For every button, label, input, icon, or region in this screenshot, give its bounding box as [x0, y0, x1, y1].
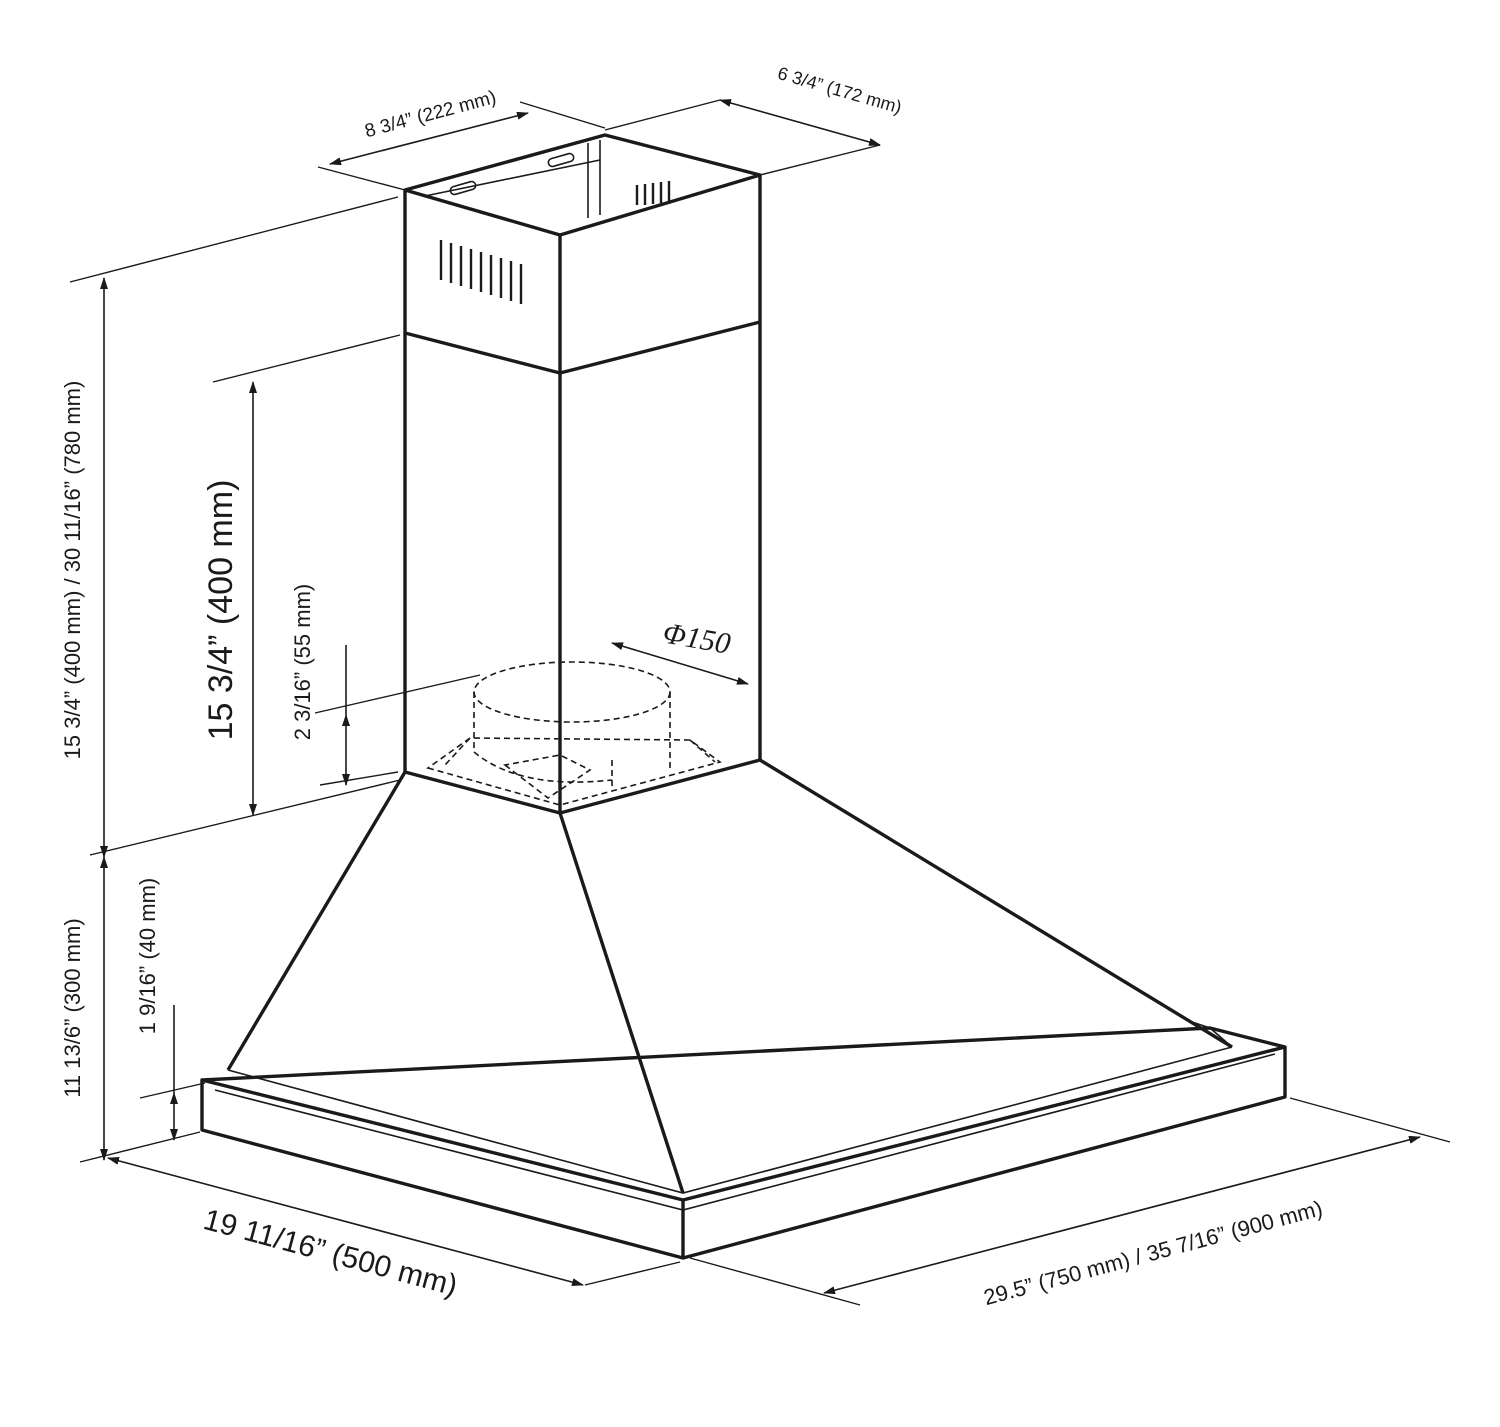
label-top-width: 8 3/4” (222 mm) [363, 87, 499, 142]
label-rim-height: 1 9/16” (40 mm) [135, 878, 160, 1035]
dim-top-width [329, 111, 529, 166]
dim-duct-diameter [611, 642, 749, 685]
dim-top-depth [719, 99, 881, 146]
label-collar-height: 2 3/16” (55 mm) [290, 584, 315, 741]
chimney-lower [403, 322, 762, 813]
label-total-height: 15 3/4” (400 mm) / 30 11/16” (780 mm) [60, 381, 85, 760]
rear-vent-slots-icon [635, 181, 671, 205]
label-lower-chimney-height: 15 3/4” (400 mm) [202, 480, 240, 741]
label-duct-diameter: Φ150 [660, 617, 733, 661]
dim-hood-depth [107, 1156, 584, 1287]
dim-hood-width [823, 1135, 1421, 1295]
chimney-upper [403, 133, 762, 375]
mounting-holes-icon [449, 152, 575, 196]
label-hood-height: 11 13/6” (300 mm) [60, 918, 85, 1097]
duct-collar [426, 661, 722, 806]
hood-base-rim [200, 1026, 1287, 1260]
dimension-labels: 8 3/4” (222 mm) 6 3/4” (172 mm) 15 3/4” … [60, 63, 1325, 1310]
label-hood-width: 29.5” (750 mm) / 35 7/16” (900 mm) [981, 1195, 1325, 1310]
dimension-lines [100, 99, 1421, 1295]
extension-lines [69, 99, 1451, 1306]
label-top-depth: 6 3/4” (172 mm) [775, 63, 904, 118]
vent-slots-icon [439, 240, 523, 304]
hood-canopy [226, 758, 1233, 1194]
